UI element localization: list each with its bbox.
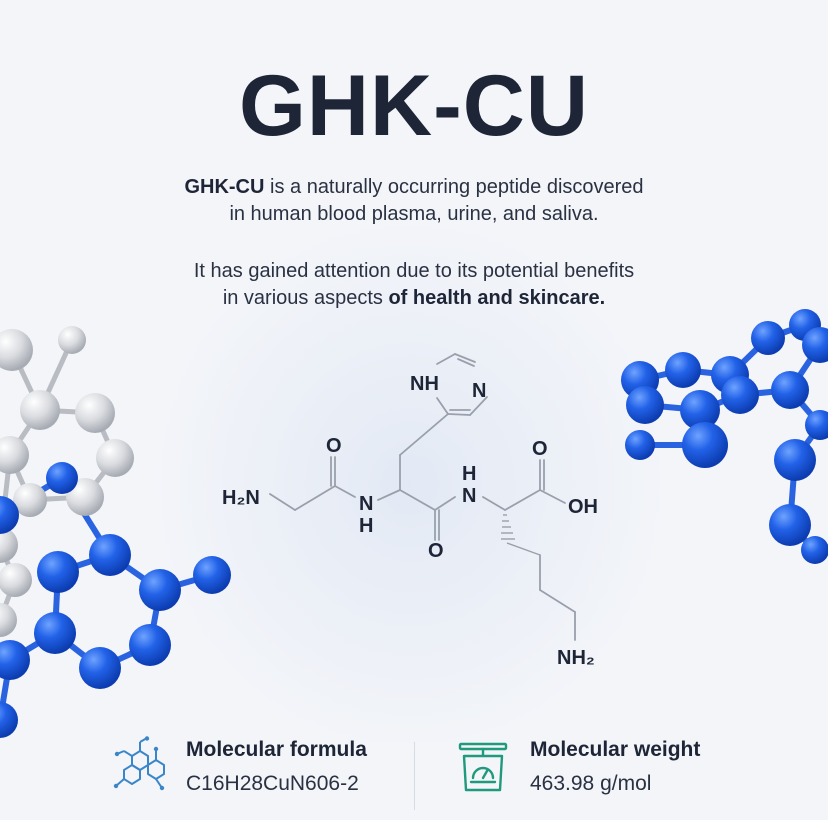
attention-line1: It has gained attention due to its poten…: [193, 260, 635, 282]
atom-o-left: O: [326, 435, 342, 457]
atom-n-ring: N: [472, 380, 486, 402]
left-3d-molecule: [0, 326, 231, 738]
atom-nh-left-h: H: [359, 515, 373, 537]
intro-line2: in human blood plasma, urine, and saliva…: [229, 203, 599, 225]
attention-line2-prefix: in various aspects: [222, 287, 389, 309]
atom-nh2: NH₂: [557, 647, 595, 669]
atom-oh: OH: [568, 496, 598, 518]
page-title: GHK-CU: [239, 58, 589, 154]
intro-bold: GHK-CU: [184, 176, 265, 198]
atom-nh-right-n: N: [462, 485, 476, 507]
atom-nh-ring: NH: [410, 373, 439, 395]
formula-value: C16H28CuN606-2: [186, 772, 359, 795]
atom-h2n: H₂N: [222, 487, 260, 509]
weight-label: Molecular weight: [530, 738, 701, 761]
attention-paragraph: It has gained attention due to its poten…: [0, 258, 828, 312]
attention-line2-bold: of health and skincare.: [388, 287, 606, 309]
background-glow: [150, 215, 670, 755]
atom-o-right: O: [532, 438, 548, 460]
molecule-structure-icon: [113, 736, 165, 791]
properties-row: Molecular formula C16H28CuN606-2 Molecul…: [0, 730, 828, 810]
atom-nh-left-n: N: [359, 493, 373, 515]
structural-formula: NH N H₂N O N H O H N O OH NH₂: [222, 353, 598, 669]
intro-paragraph: GHK-CU is a naturally occurring peptide …: [0, 174, 828, 228]
right-3d-molecule: [621, 309, 828, 564]
scale-icon: [458, 742, 508, 792]
formula-label: Molecular formula: [186, 738, 367, 761]
weight-value: 463.98 g/mol: [530, 772, 652, 795]
atom-o-mid: O: [428, 540, 444, 562]
properties-divider: [414, 742, 415, 810]
atom-nh-right-h: H: [462, 463, 476, 485]
intro-rest: is a naturally occurring peptide discove…: [264, 176, 644, 198]
